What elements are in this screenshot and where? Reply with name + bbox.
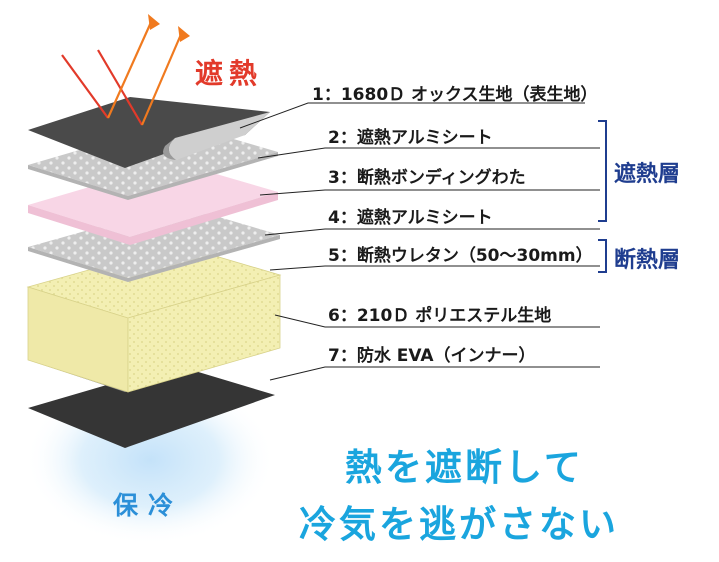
leader-lines	[239, 102, 600, 381]
incoming-ray-right	[97, 49, 143, 126]
reflect-group-label: 遮熱層	[614, 162, 681, 187]
layer-3-top	[28, 162, 278, 237]
layer-3-label: 3：断熱ボンディングわた	[328, 168, 526, 188]
heat-rays	[61, 14, 190, 126]
slogan-line-1: 熱を遮断して	[345, 446, 584, 489]
insulate-group-label: 断熱層	[614, 248, 681, 273]
reflect-bracket	[598, 120, 607, 222]
layer-1-peel-shadow	[163, 138, 176, 160]
leader-6	[274, 314, 600, 328]
layer-3-edge	[28, 192, 278, 245]
layer-7-sheet	[28, 365, 275, 448]
layer-5-side	[127, 274, 281, 393]
layer-1-sheet	[28, 97, 270, 168]
arrowhead-left	[148, 14, 160, 30]
layer-2-edge	[28, 152, 278, 200]
layer-4-sheet	[28, 205, 280, 278]
cold-label: 保冷	[113, 491, 184, 520]
layer-1-label: 1：1680Ｄ オックス生地（表生地）	[312, 85, 598, 105]
layer-7-label: 7：防水 EVA（インナー）	[328, 346, 536, 366]
leader-4	[264, 228, 600, 236]
layer-4-edge	[28, 235, 280, 282]
reflected-ray-left	[106, 19, 154, 119]
incoming-ray-left	[61, 54, 109, 119]
leader-5	[269, 265, 600, 271]
layer-2-label: 2：遮熱アルミシート	[328, 128, 493, 148]
arrowhead-right	[178, 26, 190, 42]
layer-6-label: 6：210Ｄ ポリエステル生地	[328, 306, 552, 326]
leader-2	[257, 147, 600, 159]
layer-1-peel	[168, 112, 270, 160]
leader-3	[259, 189, 600, 196]
layer-4-label: 4：遮熱アルミシート	[328, 208, 493, 228]
leader-7	[269, 366, 600, 381]
layer-5-label: 5：断熱ウレタン（50〜30mm）	[328, 246, 593, 266]
heat-label: 遮熱	[195, 57, 264, 90]
insulate-bracket	[598, 239, 607, 273]
slogan-line-2: 冷気を逃がさない	[299, 503, 619, 546]
leader-1	[239, 102, 585, 129]
reflected-ray-right	[140, 31, 184, 126]
